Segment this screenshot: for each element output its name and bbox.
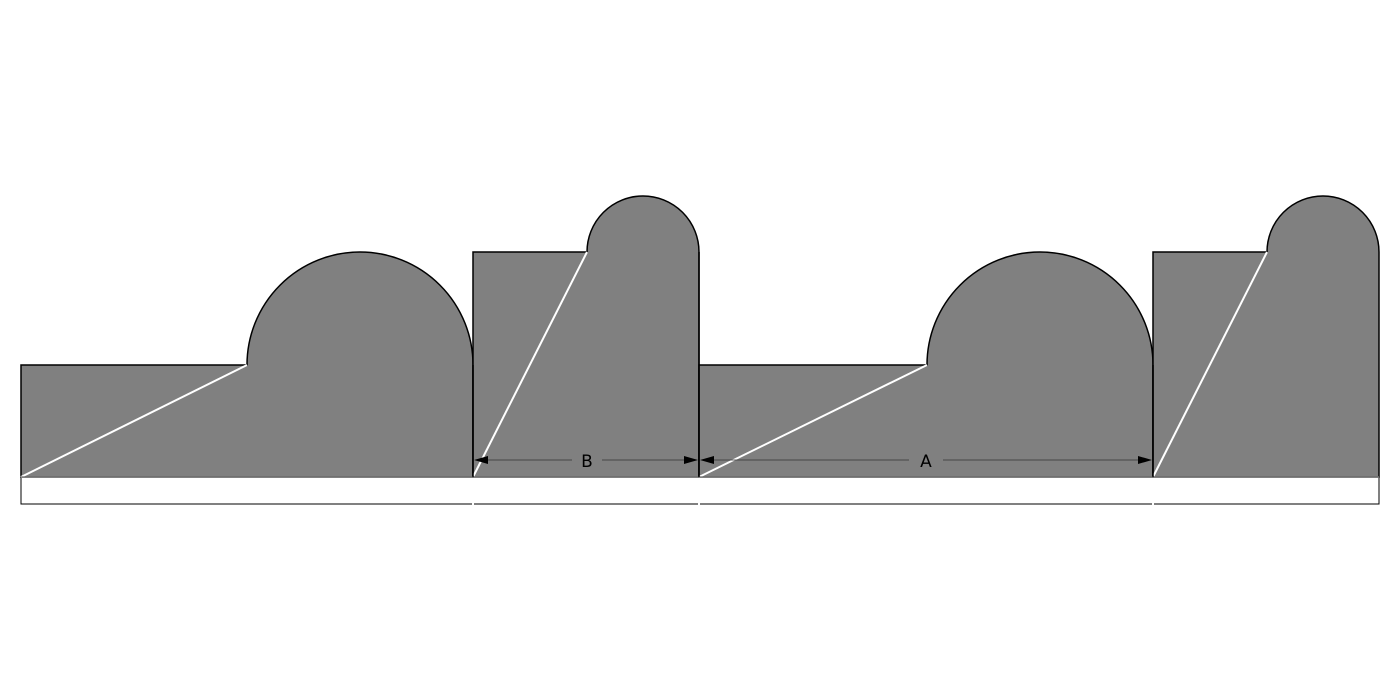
tile-a-2	[698, 251, 1154, 478]
tile-b-1	[472, 195, 700, 478]
dimension-b: B	[474, 452, 698, 472]
diagonal-divider	[1152, 251, 1268, 478]
arrow-right-icon	[1138, 456, 1152, 464]
diagonal-divider	[20, 364, 248, 478]
dimension-a: A	[700, 452, 1152, 472]
diagonal-divider	[698, 364, 928, 478]
tile-a-1	[20, 251, 474, 478]
tile-b-2	[1152, 195, 1380, 478]
dimension-label-a: A	[920, 452, 932, 472]
dimension-label-b: B	[581, 452, 593, 472]
base-strip	[20, 476, 1380, 505]
arrow-right-icon	[684, 456, 698, 464]
arrow-left-icon	[474, 456, 488, 464]
arrow-left-icon	[700, 456, 714, 464]
diagonal-divider	[472, 251, 588, 478]
